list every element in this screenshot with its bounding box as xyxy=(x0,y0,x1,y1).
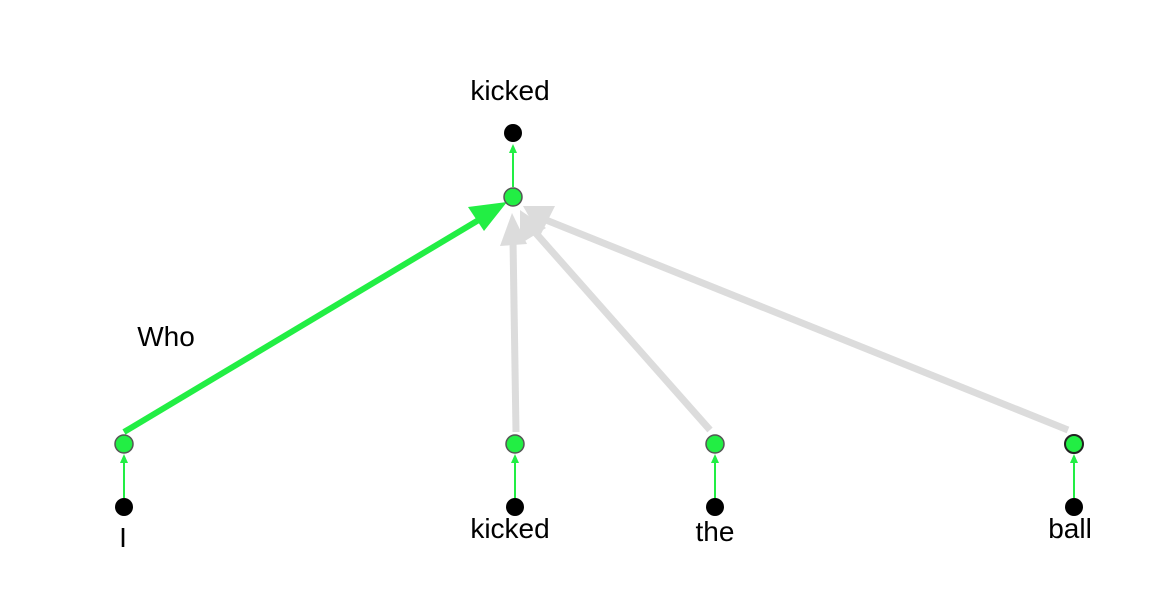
head-node-the[interactable] xyxy=(705,434,725,454)
connector-root-arrow xyxy=(509,144,517,153)
inactive-edges xyxy=(500,206,1070,434)
head-node-ball[interactable] xyxy=(1064,434,1084,454)
active-edge xyxy=(122,202,507,435)
head-node-I[interactable] xyxy=(114,434,134,454)
root-token-node[interactable] xyxy=(504,124,522,142)
edge-I-to-root xyxy=(122,215,484,435)
token-label-kicked: kicked xyxy=(470,513,549,544)
token-label-I: I xyxy=(119,522,127,553)
token-label-the: the xyxy=(696,516,735,547)
edge-kicked-to-root xyxy=(509,239,520,433)
edge-ball-to-root xyxy=(544,216,1070,434)
token-node-kicked[interactable] xyxy=(506,498,524,516)
connector-the-arrow xyxy=(711,454,719,463)
connector-ball-arrow xyxy=(1070,454,1078,463)
nodes xyxy=(114,124,1084,516)
token-connectors xyxy=(120,144,1078,498)
edge-arrowhead-the xyxy=(520,210,546,244)
connector-kicked-arrow xyxy=(511,454,519,463)
head-node-kicked[interactable] xyxy=(505,434,525,454)
token-node-the[interactable] xyxy=(706,498,724,516)
token-node-ball[interactable] xyxy=(1065,498,1083,516)
root-head-node[interactable] xyxy=(503,187,523,207)
root-label: kicked xyxy=(470,75,549,106)
token-node-I[interactable] xyxy=(115,498,133,516)
edge-arrowhead-ball xyxy=(523,206,555,236)
connector-I-arrow xyxy=(120,454,128,463)
edge-the-to-root xyxy=(530,227,713,433)
labels: kicked Who I kicked the ball xyxy=(119,75,1092,553)
token-label-ball: ball xyxy=(1048,513,1092,544)
edge-arrowhead-I xyxy=(468,202,507,231)
edge-label-who: Who xyxy=(137,321,195,352)
